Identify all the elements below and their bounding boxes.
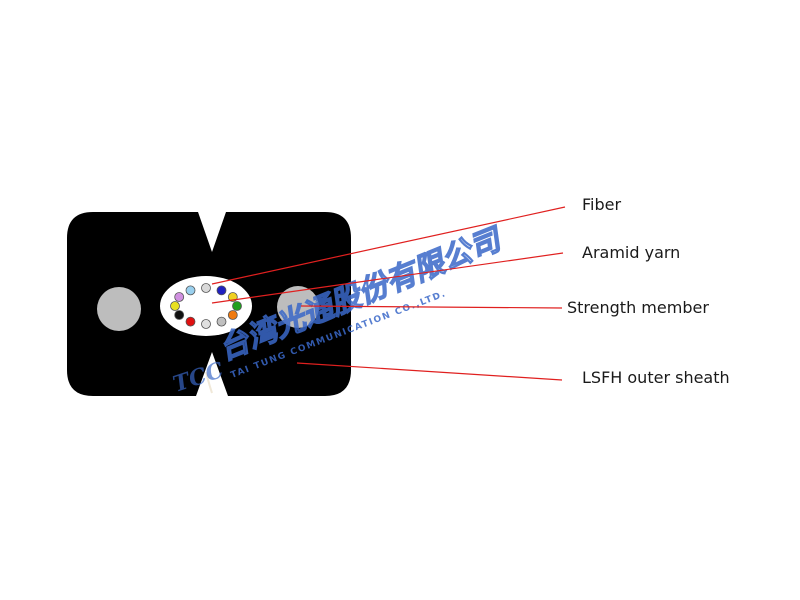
strength-member-right bbox=[277, 286, 319, 328]
label-outer-sheath: LSFH outer sheath bbox=[582, 368, 730, 387]
fiber-3 bbox=[216, 285, 227, 296]
fiber-1 bbox=[185, 285, 196, 296]
fiber-6 bbox=[227, 310, 238, 320]
fiber-9 bbox=[185, 316, 196, 327]
leader-line-fiber bbox=[211, 206, 566, 285]
label-fiber: Fiber bbox=[582, 195, 622, 214]
core-tube bbox=[160, 276, 252, 336]
fiber-2 bbox=[201, 283, 211, 293]
leader-line-sheath bbox=[296, 362, 563, 381]
leader-line-strength bbox=[300, 305, 563, 309]
strength-member-left bbox=[97, 287, 141, 331]
fiber-5 bbox=[232, 301, 242, 311]
leader-line-aramid bbox=[211, 252, 564, 304]
notch-highlight bbox=[205, 371, 213, 394]
fiber-12 bbox=[174, 292, 185, 302]
fiber-7 bbox=[216, 316, 227, 327]
fiber-10 bbox=[174, 310, 185, 320]
label-strength-member: Strength member bbox=[567, 298, 709, 317]
fiber-group bbox=[170, 283, 242, 329]
fiber-8 bbox=[201, 319, 211, 329]
fiber-11 bbox=[170, 301, 180, 311]
label-aramid-yarn: Aramid yarn bbox=[582, 243, 681, 262]
